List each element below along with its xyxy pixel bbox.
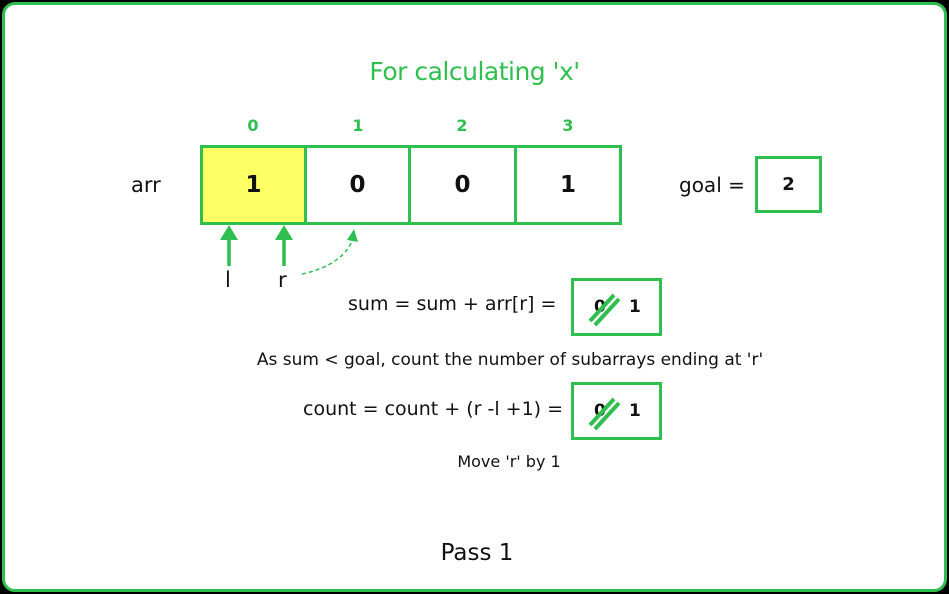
array-cell-2: 0 bbox=[408, 145, 517, 225]
move-right-dashed-arrow bbox=[301, 229, 358, 275]
array-index-0: 0 bbox=[247, 116, 259, 135]
array-cell-0: 1 bbox=[200, 145, 307, 225]
strikethrough-icon bbox=[588, 397, 621, 431]
goal-value: 2 bbox=[782, 174, 795, 195]
move-note: Move 'r' by 1 bbox=[457, 452, 561, 471]
array-label: arr bbox=[131, 173, 161, 197]
sum-value-box: 0 1 bbox=[571, 278, 662, 336]
array-cell-1: 0 bbox=[304, 145, 411, 225]
sum-new-value: 1 bbox=[629, 297, 641, 317]
array-cell-3: 1 bbox=[514, 145, 622, 225]
sum-update-expression: sum = sum + arr[r] = bbox=[348, 293, 557, 315]
goal-label: goal = bbox=[679, 173, 745, 197]
diagram-title: For calculating 'x' bbox=[369, 57, 580, 86]
array-index-1: 1 bbox=[352, 116, 364, 135]
condition-note: As sum < goal, count the number of subar… bbox=[256, 350, 764, 370]
pass-label: Pass 1 bbox=[440, 540, 514, 566]
goal-value-box: 2 bbox=[755, 156, 822, 213]
left-pointer-label: l bbox=[225, 268, 231, 292]
right-pointer-label: r bbox=[278, 268, 287, 292]
count-new-value: 1 bbox=[629, 401, 641, 421]
array-index-3: 3 bbox=[562, 116, 574, 135]
array-index-2: 2 bbox=[456, 116, 468, 135]
count-old-value: 0 bbox=[594, 401, 606, 421]
strikethrough-icon bbox=[588, 293, 621, 327]
count-value-box: 0 1 bbox=[571, 382, 662, 440]
left-pointer-arrow bbox=[220, 225, 238, 266]
sum-old-value: 0 bbox=[594, 297, 606, 317]
right-pointer-arrow bbox=[275, 225, 293, 266]
count-update-expression: count = count + (r -l +1) = bbox=[303, 398, 564, 420]
